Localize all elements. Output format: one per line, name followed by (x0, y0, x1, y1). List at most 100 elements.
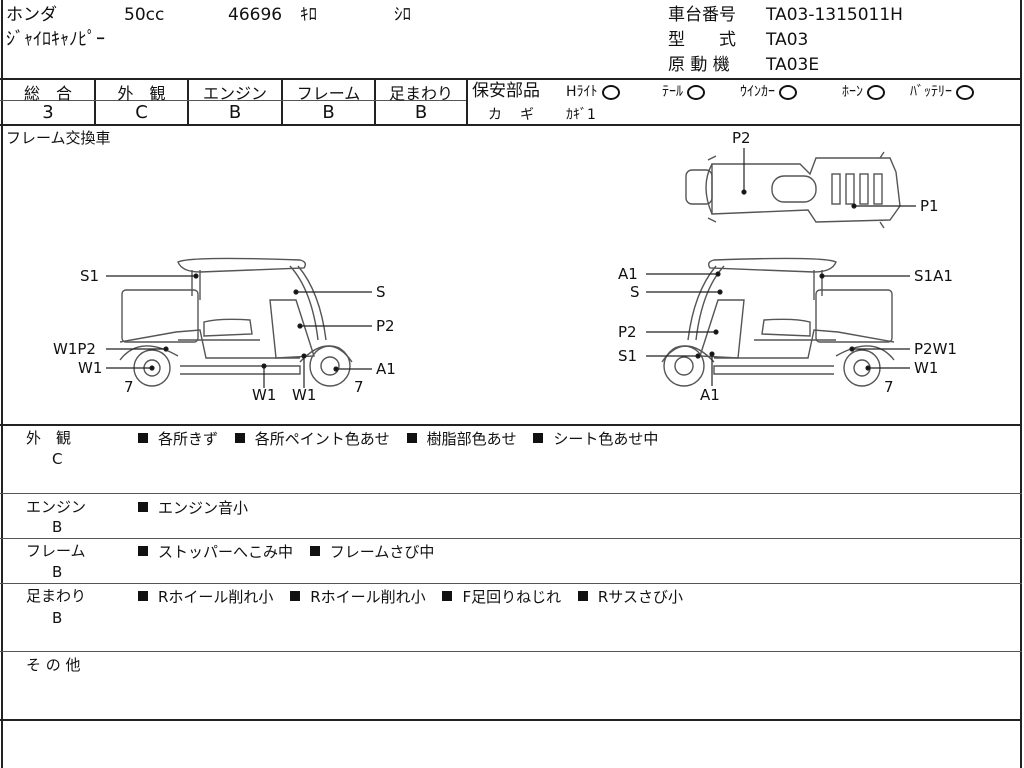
rule-remark-2 (0, 538, 1022, 539)
grade-divider (466, 78, 468, 124)
safety-winker: ｳｲﾝｶｰ (740, 82, 798, 102)
grade-engine-value: B (228, 102, 242, 123)
diag-label: 7 (354, 378, 364, 396)
rule-remark-4 (0, 651, 1022, 652)
remark-grade: C (52, 450, 63, 468)
type-value: TA03 (766, 30, 809, 50)
frame-left (1, 0, 3, 768)
bullet-square-icon (442, 591, 453, 601)
diag-label: W1 (78, 359, 102, 377)
grade-divider (187, 78, 189, 124)
frame-no-label: 車台番号 (668, 5, 736, 25)
type-label: 型 式 (668, 30, 736, 50)
rule-diagram (0, 424, 1022, 426)
key-label: カ ギ (488, 107, 536, 123)
scooter-left-view (119, 257, 353, 387)
check-circle-icon (779, 84, 798, 100)
remark-label: そ の 他 (26, 656, 81, 674)
engine-label: 原 動 機 (668, 55, 730, 75)
damage-diagram: S1 S P2 W1P2 W1 A1 7 W1 W1 7 A1 S P2 S1 … (53, 129, 957, 404)
diag-label: P2W1 (914, 340, 957, 358)
diag-label: 7 (124, 378, 134, 396)
diag-label: S1A1 (914, 267, 953, 285)
grade-divider (281, 78, 283, 124)
bullet-square-icon (309, 546, 320, 556)
check-circle-icon (687, 84, 706, 100)
grade-total-value: 3 (42, 102, 54, 123)
safety-horn: ﾎｰﾝ (842, 82, 886, 102)
rule-remark-3 (0, 583, 1022, 584)
grade-frame-label: フレーム (296, 84, 361, 103)
bullet-square-icon (290, 591, 301, 601)
check-circle-icon (601, 84, 620, 100)
rule-bottom (0, 719, 1022, 721)
check-circle-icon (867, 84, 886, 100)
remark-label: フレーム (26, 542, 86, 560)
scooter-right-view (661, 257, 895, 387)
mileage-unit: ｷﾛ (300, 5, 317, 25)
remark-items: 各所きず 各所ペイント色あせ 樹脂部色あせ シート色あせ中 (138, 428, 670, 449)
bullet-square-icon (138, 502, 148, 512)
rule-header (0, 78, 1022, 80)
frame-right (1020, 0, 1022, 768)
grade-divider (94, 78, 96, 124)
diag-label: S (630, 283, 640, 301)
remark-label: 外 観 (26, 429, 72, 447)
diag-label: S (376, 283, 386, 301)
diag-label: S1 (80, 267, 99, 285)
grade-total-label: 総 合 (23, 84, 72, 103)
diag-label: 7 (884, 378, 894, 396)
grade-frame-value: B (322, 102, 335, 123)
remark-grade: B (52, 518, 63, 536)
bullet-square-icon (138, 546, 148, 556)
diag-label: A1 (376, 360, 396, 378)
bullet-square-icon (577, 591, 588, 601)
bullet-square-icon (138, 591, 148, 601)
diag-label: W1 (914, 359, 938, 377)
remark-items: エンジン音小 (138, 497, 260, 518)
remark-grade: B (52, 563, 63, 581)
diag-label: P2 (732, 129, 751, 147)
remark-items: Rホイール削れ小 Rホイール削れ小 F足回りねじれ Rサスさび小 (138, 586, 695, 607)
grade-engine-label: エンジン (202, 84, 267, 103)
grade-suspension-label: 足まわり (388, 84, 453, 103)
bullet-square-icon (406, 433, 417, 443)
frame-replaced-note: フレーム交換車 (6, 129, 111, 147)
grade-suspension-value: B (414, 102, 428, 123)
rule-remark-1 (0, 493, 1022, 494)
remark-label: 足まわり (26, 587, 87, 605)
model-name: ｼﾞｬｲﾛｷｬﾉﾋﾟｰ (6, 29, 105, 50)
grade-exterior-value: C (135, 102, 148, 123)
scooter-top-view (685, 151, 901, 229)
safety-label: 保安部品 (472, 81, 540, 101)
maker: ホンダ (6, 5, 57, 25)
rule-grades (0, 124, 1022, 126)
diag-label: P1 (920, 197, 939, 215)
safety-tail: ﾃｰﾙ (662, 82, 706, 102)
safety-headlight: Hﾗｲﾄ (566, 82, 620, 102)
remark-items: ストッパーへこみ中 フレームさび中 (138, 541, 446, 562)
diag-label: A1 (618, 265, 638, 283)
remark-label: エンジン (26, 498, 87, 516)
bullet-square-icon (533, 433, 544, 443)
diag-label: P2 (376, 317, 395, 335)
grade-midline (0, 100, 466, 101)
frame-no: TA03-1315011H (766, 5, 903, 25)
diag-label: P2 (618, 323, 637, 341)
diag-label: W1 (292, 386, 316, 404)
grade-exterior-label: 外 観 (117, 84, 166, 103)
displacement: 50cc (124, 5, 165, 25)
bullet-square-icon (138, 433, 148, 443)
diag-label: W1 (252, 386, 276, 404)
engine-value: TA03E (766, 55, 820, 75)
diag-label: S1 (618, 347, 637, 365)
bullet-square-icon (234, 433, 245, 443)
body-color: ｼﾛ (394, 5, 411, 25)
diag-label: W1P2 (53, 340, 96, 358)
key-value: ｶｷﾞ1 (566, 107, 596, 123)
check-circle-icon (956, 84, 975, 100)
remark-grade: B (52, 609, 63, 627)
grade-divider (374, 78, 376, 124)
diag-label: A1 (700, 386, 720, 404)
mileage: 46696 (228, 5, 283, 25)
